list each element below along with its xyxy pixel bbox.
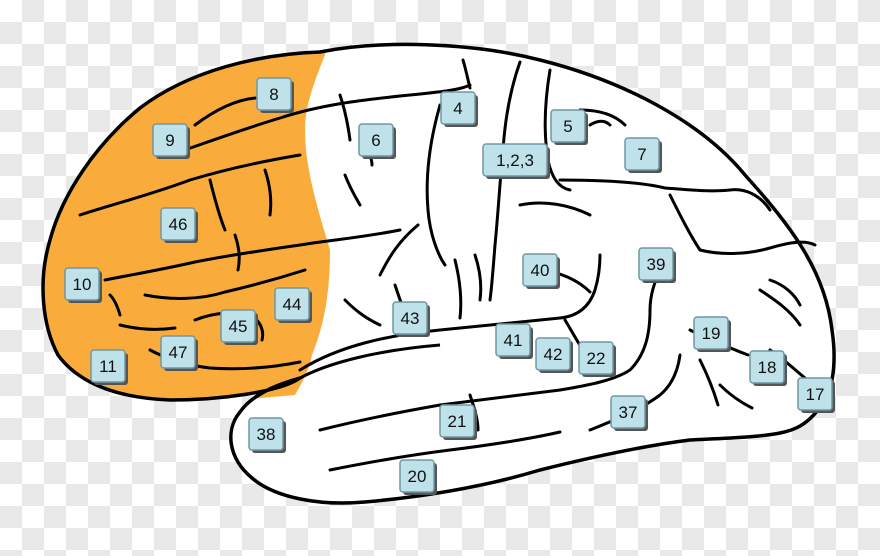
- area-label-22: 22: [578, 341, 616, 377]
- label-text: 45: [229, 317, 248, 336]
- label-text: 6: [371, 131, 380, 150]
- label-box: [274, 287, 310, 321]
- area-label-6: 6: [358, 123, 396, 159]
- label-box: [797, 377, 833, 411]
- label-box: [550, 109, 586, 143]
- area-label-42: 42: [535, 337, 573, 373]
- area-label-21: 21: [439, 404, 477, 440]
- label-box: [160, 207, 196, 241]
- label-text: 9: [165, 131, 174, 150]
- label-text: 38: [257, 425, 276, 444]
- area-label-41: 41: [495, 323, 533, 359]
- label-box: [482, 143, 548, 177]
- label-text: 39: [647, 255, 666, 274]
- label-text: 10: [73, 275, 92, 294]
- area-label-19: 19: [693, 316, 731, 352]
- label-box: [749, 350, 785, 384]
- label-text: 18: [758, 358, 777, 377]
- label-text: 8: [269, 85, 278, 104]
- label-box: [495, 323, 531, 357]
- sulci: [78, 58, 817, 472]
- label-text: 47: [169, 343, 188, 362]
- area-label-4: 4: [440, 91, 478, 127]
- label-box: [152, 123, 188, 157]
- area-label-7: 7: [624, 137, 662, 173]
- label-text: 21: [448, 412, 467, 431]
- label-text: 44: [283, 295, 302, 314]
- label-box: [64, 267, 100, 301]
- area-label-18: 18: [749, 350, 787, 386]
- label-text: 20: [408, 467, 427, 486]
- label-text: 7: [637, 145, 646, 164]
- area-label-10: 10: [64, 267, 102, 303]
- label-box: [522, 253, 558, 287]
- label-text: 41: [504, 331, 523, 350]
- area-label-47: 47: [160, 335, 198, 371]
- label-text: 43: [401, 309, 420, 328]
- area-label-123: 1,2,3: [482, 143, 550, 179]
- cerebrum-border: [41, 42, 836, 505]
- label-text: 4: [453, 99, 462, 118]
- label-box: [248, 417, 284, 451]
- label-text: 11: [99, 357, 117, 376]
- label-box: [392, 301, 428, 335]
- label-box: [624, 137, 660, 171]
- label-box: [578, 341, 614, 375]
- label-text: 46: [169, 215, 188, 234]
- label-text: 1,2,3: [496, 151, 534, 170]
- label-box: [220, 309, 256, 343]
- label-box: [440, 91, 476, 125]
- label-box: [535, 337, 571, 371]
- label-text: 42: [544, 345, 563, 364]
- area-label-17: 17: [797, 377, 835, 413]
- area-label-37: 37: [610, 395, 648, 431]
- area-label-39: 39: [638, 247, 676, 283]
- label-box: [693, 316, 729, 350]
- label-box: [399, 459, 435, 493]
- area-label-9: 9: [152, 123, 190, 159]
- label-box: [439, 404, 475, 438]
- area-label-45: 45: [220, 309, 258, 345]
- area-label-8: 8: [256, 77, 294, 113]
- area-label-44: 44: [274, 287, 312, 323]
- label-box: [256, 77, 292, 111]
- label-text: 17: [806, 385, 825, 404]
- label-box: [160, 335, 196, 369]
- label-box: [358, 123, 394, 157]
- area-label-20: 20: [399, 459, 437, 495]
- label-text: 37: [619, 403, 638, 422]
- area-label-11: 11: [90, 349, 128, 385]
- label-text: 22: [587, 349, 606, 368]
- area-label-40: 40: [522, 253, 560, 289]
- label-text: 40: [531, 261, 550, 280]
- area-label-5: 5: [550, 109, 588, 145]
- area-label-46: 46: [160, 207, 198, 243]
- area-label-43: 43: [392, 301, 430, 337]
- label-text: 19: [702, 324, 721, 343]
- label-box: [638, 247, 674, 281]
- label-text: 5: [563, 117, 572, 136]
- area-label-38: 38: [248, 417, 286, 453]
- label-box: [610, 395, 646, 429]
- label-box: [90, 349, 126, 383]
